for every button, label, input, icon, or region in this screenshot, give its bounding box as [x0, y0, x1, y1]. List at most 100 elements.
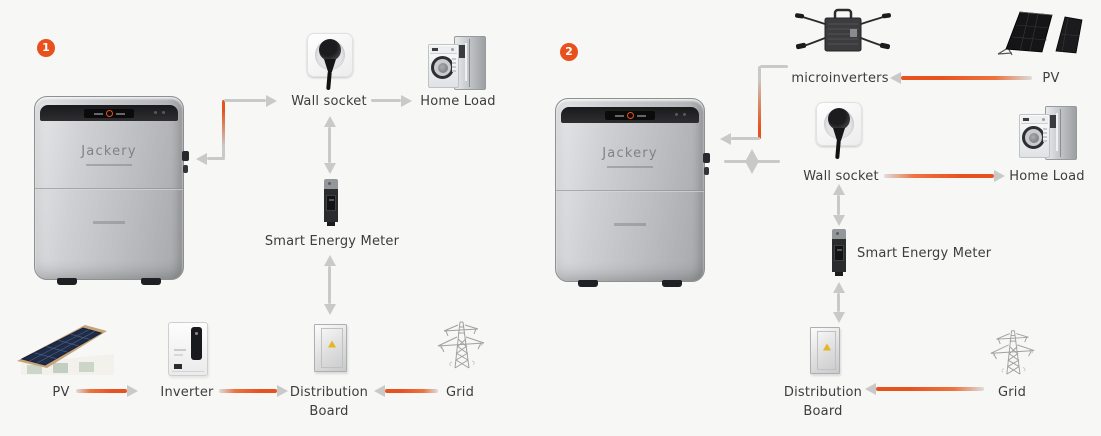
arrow-to-battery-2	[720, 132, 760, 145]
battery-screen	[84, 109, 134, 118]
distribution-board-label2-line2: Board	[803, 404, 843, 419]
battery-screen	[605, 111, 655, 120]
battery-subtitle-line	[86, 164, 132, 166]
elbow-connector-top	[760, 65, 788, 68]
meter-screen	[834, 245, 844, 261]
washer-drawer	[1043, 128, 1047, 142]
home-load-label-2: Home Load	[1009, 169, 1085, 184]
inverter-screen	[191, 327, 202, 360]
arrow-grid-to-board	[374, 385, 438, 397]
washer-icon	[1019, 114, 1050, 158]
battery-model-line	[614, 223, 646, 226]
arrow-wallsocket-to-homeload-2	[884, 170, 1005, 182]
meter-screen	[326, 195, 336, 211]
arrow-pv-to-microinverters	[890, 72, 1032, 84]
wall-socket-image-2	[816, 102, 862, 160]
plug-icon	[828, 108, 850, 130]
pv-rooftop-image	[17, 321, 117, 375]
meter-foot	[835, 272, 843, 276]
microinverter-image	[795, 8, 891, 58]
wall-socket-label: Wall socket	[291, 94, 367, 109]
home-battery-image-2: Jackery	[555, 98, 710, 287]
meter-body	[832, 239, 846, 272]
microinverters-label: microinverters	[791, 71, 889, 86]
inverter-base	[172, 371, 204, 372]
home-battery-image: Jackery	[34, 96, 189, 285]
inverter-port	[174, 364, 182, 369]
arrow-to-battery	[196, 152, 225, 165]
distribution-board-label2-line1: Distribution	[783, 385, 863, 400]
battery-foot	[141, 278, 161, 285]
battery-side-port	[182, 151, 189, 161]
double-arrow-meter-board-2	[832, 282, 845, 323]
distribution-board-label-line1: Distribution	[289, 385, 369, 400]
inverter-image	[168, 322, 208, 376]
fridge-icon	[454, 36, 486, 90]
battery-side-port	[703, 153, 710, 163]
battery-foot	[662, 280, 682, 287]
warning-triangle-icon	[822, 343, 831, 351]
battery-display-strip	[40, 105, 178, 121]
smart-energy-meter-image	[324, 179, 338, 226]
inverter-line	[174, 349, 186, 351]
washer-door	[1022, 126, 1045, 149]
battery-side-port	[704, 167, 709, 175]
diagram2-number-badge: 2	[560, 43, 578, 61]
battery-seam	[35, 188, 183, 190]
battery-logo-dot	[105, 110, 113, 117]
pv-panels-image	[992, 9, 1084, 56]
arrow-to-wall-socket	[224, 94, 277, 107]
battery-foot	[578, 280, 598, 287]
distribution-board-image-2	[810, 327, 840, 374]
inverter-label: Inverter	[160, 385, 214, 400]
washer-icon	[428, 44, 459, 88]
battery-logo-dot	[626, 112, 634, 119]
washer-drawer	[452, 58, 456, 72]
arrow-grid-to-board-2	[865, 383, 984, 395]
meter-top	[324, 179, 338, 189]
double-arrow-socket-meter	[323, 116, 336, 174]
warning-triangle-icon	[328, 340, 337, 348]
battery-buttons	[154, 111, 165, 114]
smart-energy-meter-image-2	[832, 229, 846, 276]
home-load-image	[428, 36, 486, 90]
arrow-inverter-to-board	[219, 385, 288, 397]
meter-body	[324, 189, 338, 222]
distribution-board-image	[314, 324, 347, 372]
meter-top	[832, 229, 846, 239]
distribution-board-label-line2: Board	[309, 404, 349, 419]
jackery-logo: Jackery	[602, 146, 658, 161]
arrow-wallsocket-to-homeload	[371, 94, 412, 107]
fridge-icon	[1045, 106, 1077, 160]
battery-side-port	[183, 165, 188, 173]
battery-seam	[556, 190, 704, 192]
diagram1-number-badge: 1	[37, 39, 55, 57]
wall-socket-image	[307, 33, 353, 91]
battery-body: Jackery	[555, 98, 705, 282]
plug-cord	[835, 139, 841, 160]
battery-foot	[57, 278, 77, 285]
arrow-pv-to-inverter	[76, 385, 138, 397]
battery-model-line	[93, 221, 125, 224]
fridge-dispenser	[1049, 115, 1057, 128]
double-arrow-battery-socket	[724, 149, 780, 174]
elbow-connector-vertical-2	[758, 66, 761, 139]
home-load-label: Home Load	[420, 94, 496, 109]
meter-foot	[327, 222, 335, 226]
pv-label: PV	[52, 385, 70, 400]
wall-socket-label-2: Wall socket	[803, 169, 879, 184]
plug-cord	[326, 70, 332, 91]
fridge-dispenser	[458, 45, 466, 58]
plug-icon	[319, 39, 341, 61]
grid-label: Grid	[445, 385, 475, 400]
battery-buttons	[675, 113, 686, 116]
washer-panel	[430, 46, 457, 54]
inverter-line	[174, 354, 183, 356]
battery-display-strip	[561, 107, 699, 123]
grid-tower-image	[432, 317, 490, 370]
grid-tower-image-2	[985, 326, 1040, 376]
smart-energy-meter-label-2: Smart Energy Meter	[857, 246, 992, 261]
elbow-connector-vertical	[222, 100, 225, 158]
double-arrow-meter-board	[323, 255, 336, 315]
